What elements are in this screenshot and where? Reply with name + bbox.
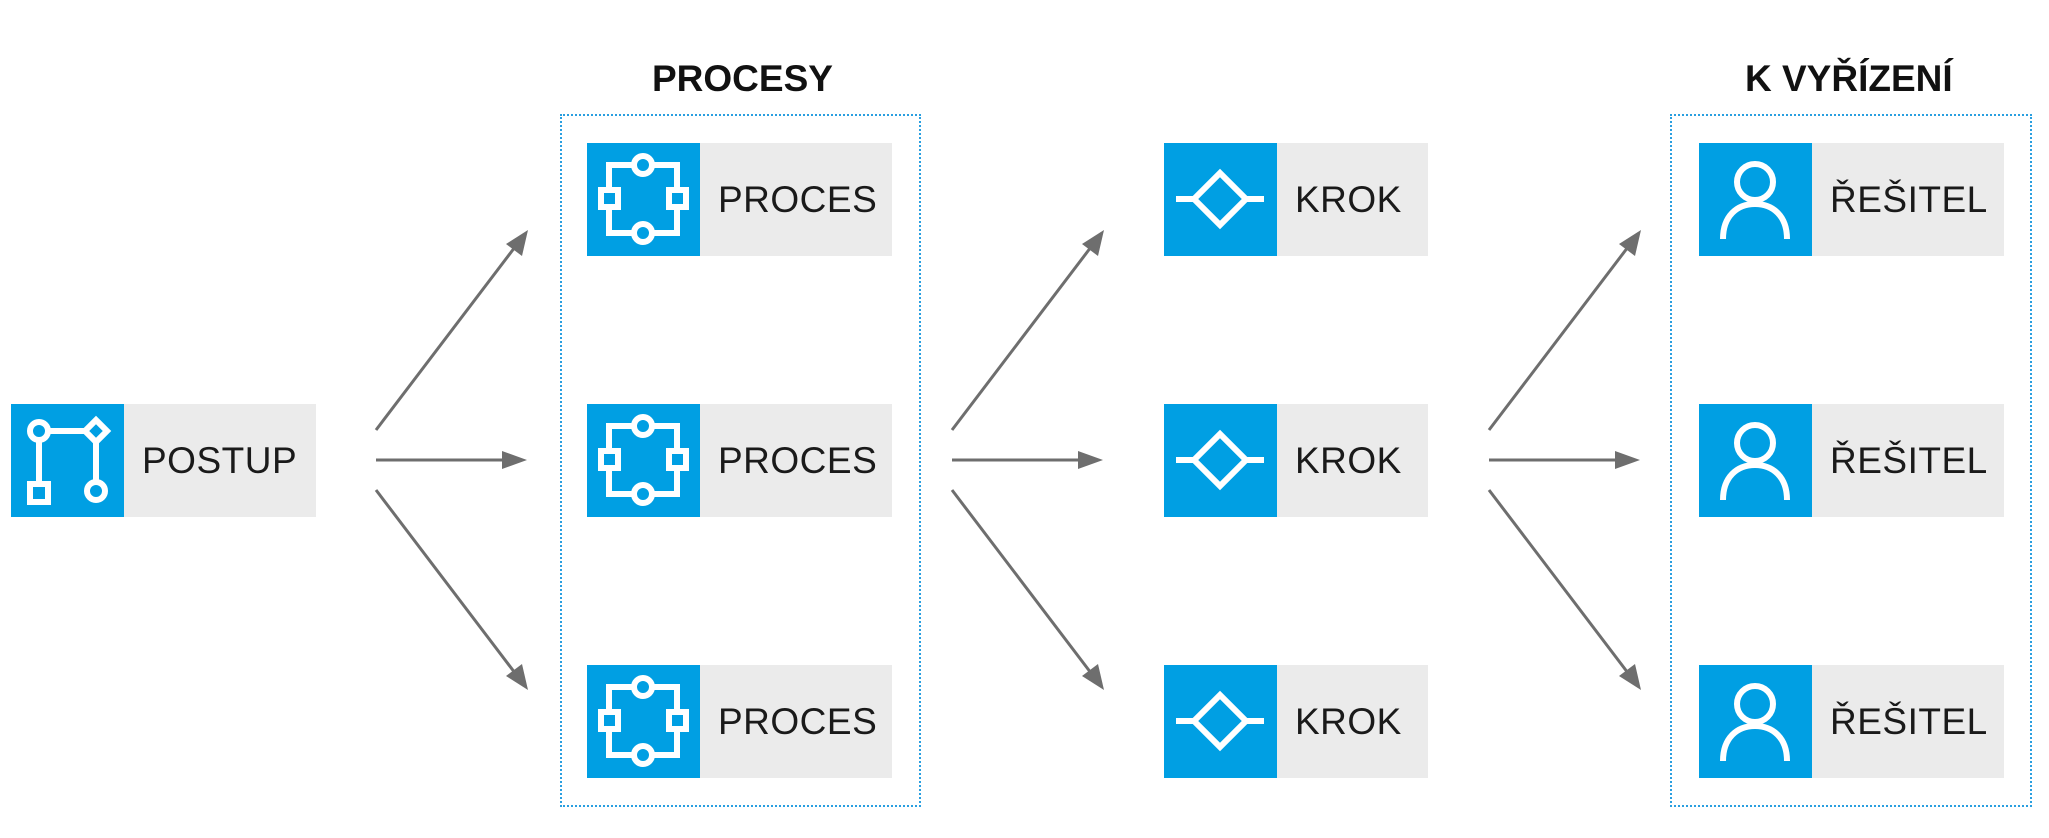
node-label: KROK [1295, 440, 1402, 481]
process-icon [587, 143, 700, 256]
arrowhead [1078, 451, 1103, 469]
arrowhead [1082, 664, 1104, 690]
node-label: PROCES [718, 440, 878, 481]
decision-step-icon [1164, 665, 1277, 778]
workflow-icon [11, 404, 124, 517]
node-label: PROCES [718, 701, 878, 742]
arrow-proces-to-krok-3 [950, 489, 1093, 674]
decision-step-icon [1164, 143, 1277, 256]
node-proces-1[interactable]: PROCES [587, 143, 892, 256]
arrowhead [506, 230, 528, 256]
decision-step-icon [1164, 404, 1277, 517]
group-procesy [560, 114, 921, 807]
process-icon [587, 404, 700, 517]
user-icon [1699, 143, 1812, 256]
process-icon [587, 665, 700, 778]
arrowhead [1619, 664, 1641, 690]
group-k-vyrizeni [1670, 114, 2032, 807]
user-icon [1699, 404, 1812, 517]
node-label: ŘEŠITEL [1830, 179, 1988, 220]
arrow-proces-to-krok-1 [950, 246, 1093, 431]
arrow-postup-to-proces-1 [374, 246, 517, 431]
arrow-krok-to-resitel-3 [1487, 489, 1630, 674]
arrowhead [1615, 451, 1640, 469]
node-krok-3[interactable]: KROK [1164, 665, 1428, 778]
node-resitel-1[interactable]: ŘEŠITEL [1699, 143, 2004, 256]
arrow-krok-to-resitel-1 [1487, 246, 1630, 431]
node-krok-1[interactable]: KROK [1164, 143, 1428, 256]
group-title-k-vyrizeni: K VYŘÍZENÍ [1745, 58, 1953, 99]
node-resitel-2[interactable]: ŘEŠITEL [1699, 404, 2004, 517]
node-label: ŘEŠITEL [1830, 701, 1988, 742]
node-label: PROCES [718, 179, 878, 220]
node-proces-3[interactable]: PROCES [587, 665, 892, 778]
user-icon [1699, 665, 1812, 778]
group-title-procesy: PROCESY [652, 58, 833, 99]
node-label: POSTUP [142, 440, 298, 481]
node-label: KROK [1295, 701, 1402, 742]
node-label: ŘEŠITEL [1830, 440, 1988, 481]
node-resitel-3[interactable]: ŘEŠITEL [1699, 665, 2004, 778]
node-krok-2[interactable]: KROK [1164, 404, 1428, 517]
arrowhead [506, 664, 528, 690]
arrow-postup-to-proces-3 [374, 489, 517, 674]
node-postup[interactable]: POSTUP [11, 404, 316, 517]
arrowhead [502, 451, 527, 469]
node-proces-2[interactable]: PROCES [587, 404, 892, 517]
node-label: KROK [1295, 179, 1402, 220]
arrowhead [1619, 230, 1641, 256]
arrowhead [1082, 230, 1104, 256]
